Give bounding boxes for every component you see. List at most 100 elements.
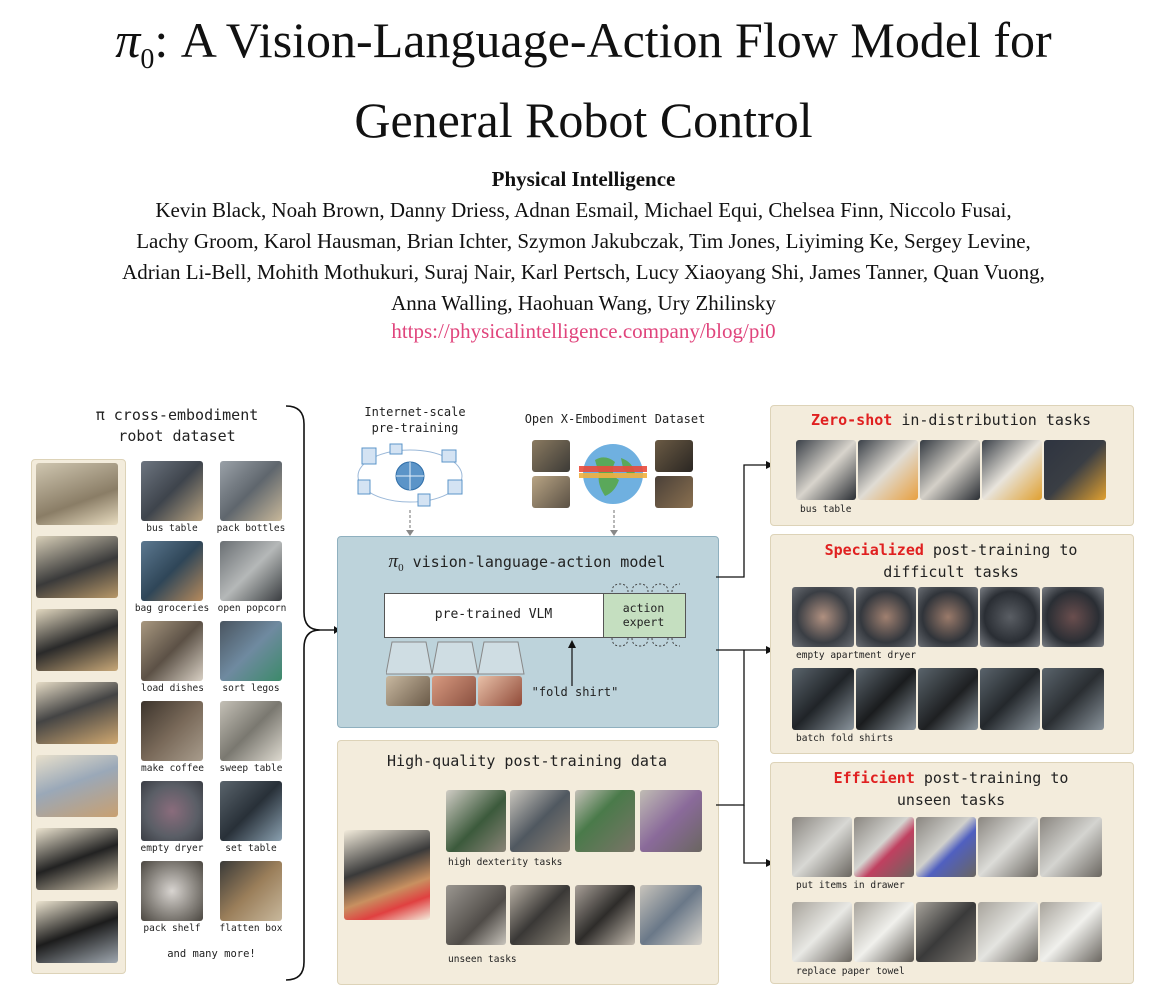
flow-loops-icon: [611, 583, 681, 647]
output-arrows: [716, 461, 774, 867]
oxe-image: [655, 440, 693, 472]
observation-image: [432, 676, 476, 706]
robot-image: [36, 682, 118, 744]
task-image: [141, 541, 203, 601]
dexterity-image: [446, 790, 506, 852]
action-expert-label: action expert: [622, 601, 665, 629]
drawer-frame: [854, 817, 914, 877]
action-expert-box: [603, 593, 686, 638]
task-image: [141, 781, 203, 841]
task-caption: pack shelf: [143, 923, 201, 934]
oxe-globe-icon: [579, 444, 647, 504]
hq-data-title: High-quality post-training data: [387, 752, 667, 770]
towel-caption: replace paper towel: [796, 966, 905, 977]
task-caption: flatten box: [219, 923, 283, 934]
title-pi-subscript: 0: [140, 44, 155, 75]
dexterity-image: [510, 790, 570, 852]
image-encoder-icons: [386, 641, 525, 675]
title-pi-symbol: π: [115, 12, 141, 68]
unseen-image: [446, 885, 506, 945]
unseen-image: [510, 885, 570, 945]
fold-caption: batch fold shirts: [796, 733, 894, 744]
drawer-frame: [792, 817, 852, 877]
unseen-image: [575, 885, 635, 945]
robot-image: [36, 609, 118, 671]
drawer-caption: put items in drawer: [796, 880, 905, 891]
pretraining-arrows: [406, 510, 618, 536]
task-caption: set table: [225, 843, 277, 854]
task-caption: empty dryer: [140, 843, 204, 854]
task-caption: pack bottles: [216, 523, 286, 534]
task-image: [220, 781, 282, 841]
robot-image: [36, 463, 118, 525]
title-text-1: : A Vision-Language-Action Flow Model fo…: [154, 12, 1052, 68]
dryer-caption: empty apartment dryer: [796, 650, 917, 661]
task-image: [220, 461, 282, 521]
language-prompt: "fold shirt": [531, 685, 619, 699]
drawer-frame: [916, 817, 976, 877]
dryer-frame: [792, 587, 854, 647]
oxe-image: [655, 476, 693, 508]
oxe-label: Open X-Embodiment Dataset: [524, 412, 706, 426]
internet-globe-icon: [357, 443, 463, 507]
internet-pretraining-label: Internet-scale pre-training: [364, 405, 466, 435]
author-line: Lachy Groom, Karol Hausman, Brian Ichter…: [136, 229, 1031, 253]
fold-frame: [918, 668, 978, 730]
oxe-image: [532, 476, 570, 508]
task-caption: bag groceries: [134, 603, 210, 614]
title-line-2: General Robot Control: [354, 92, 813, 148]
task-image: [220, 541, 282, 601]
author-line: Kevin Black, Noah Brown, Danny Driess, A…: [155, 198, 1012, 222]
drawer-frame: [978, 817, 1038, 877]
zero-shot-frame: [858, 440, 918, 500]
task-caption: sweep table: [219, 763, 283, 774]
hq-caption-dexterity: high dexterity tasks: [448, 857, 563, 868]
vla-model-title: π0 vision-language-action model: [388, 551, 666, 574]
project-url[interactable]: https://physicalintelligence.company/blo…: [391, 319, 776, 343]
dryer-frame: [856, 587, 916, 647]
aloha-robot-image: [344, 830, 430, 920]
efficient-title: Efficient post-training to unseen tasks: [833, 769, 1069, 809]
pretrained-vlm-label: pre-trained VLM: [434, 607, 553, 622]
author-list: Kevin Black, Noah Brown, Danny Driess, A…: [20, 195, 1147, 319]
zero-shot-title: Zero-shot in-distribution tasks: [811, 411, 1091, 429]
zero-shot-frame: [796, 440, 856, 500]
zero-shot-caption: bus table: [800, 504, 852, 515]
drawer-frame: [1040, 817, 1102, 877]
oxe-image: [532, 440, 570, 472]
task-image: [220, 861, 282, 921]
paper-title: π0: A Vision-Language-Action Flow Model …: [0, 10, 1167, 150]
specialized-title: Specialized post-training to difficult t…: [824, 541, 1078, 581]
towel-frame: [792, 902, 852, 962]
towel-frame: [978, 902, 1038, 962]
towel-frame: [854, 902, 914, 962]
task-caption: sort legos: [222, 683, 280, 694]
fold-frame: [980, 668, 1040, 730]
task-image: [141, 461, 203, 521]
task-image: [220, 701, 282, 761]
prompt-arrow: [568, 640, 576, 686]
author-line: Anna Walling, Haohuan Wang, Ury Zhilinsk…: [391, 291, 776, 315]
task-caption: bus table: [146, 523, 198, 534]
dexterity-image: [640, 790, 702, 852]
observation-image: [386, 676, 430, 706]
dryer-frame: [980, 587, 1040, 647]
title-line-1: π0: A Vision-Language-Action Flow Model …: [0, 10, 1167, 90]
zero-shot-frame: [920, 440, 980, 500]
hq-caption-unseen: unseen tasks: [448, 954, 517, 965]
task-image: [220, 621, 282, 681]
task-caption: load dishes: [141, 683, 204, 694]
observation-image: [478, 676, 522, 706]
task-caption: make coffee: [141, 763, 204, 774]
dexterity-image: [575, 790, 635, 852]
task-image: [141, 621, 203, 681]
zero-shot-frame: [982, 440, 1042, 500]
dataset-title: π cross-embodiment robot dataset: [95, 406, 259, 445]
pretrained-vlm-box: [384, 593, 605, 638]
task-image: [141, 861, 203, 921]
robot-image: [36, 828, 118, 890]
and-many-more: and many more!: [167, 948, 256, 960]
unseen-image: [640, 885, 702, 945]
dryer-frame: [1042, 587, 1104, 647]
fold-frame: [856, 668, 916, 730]
